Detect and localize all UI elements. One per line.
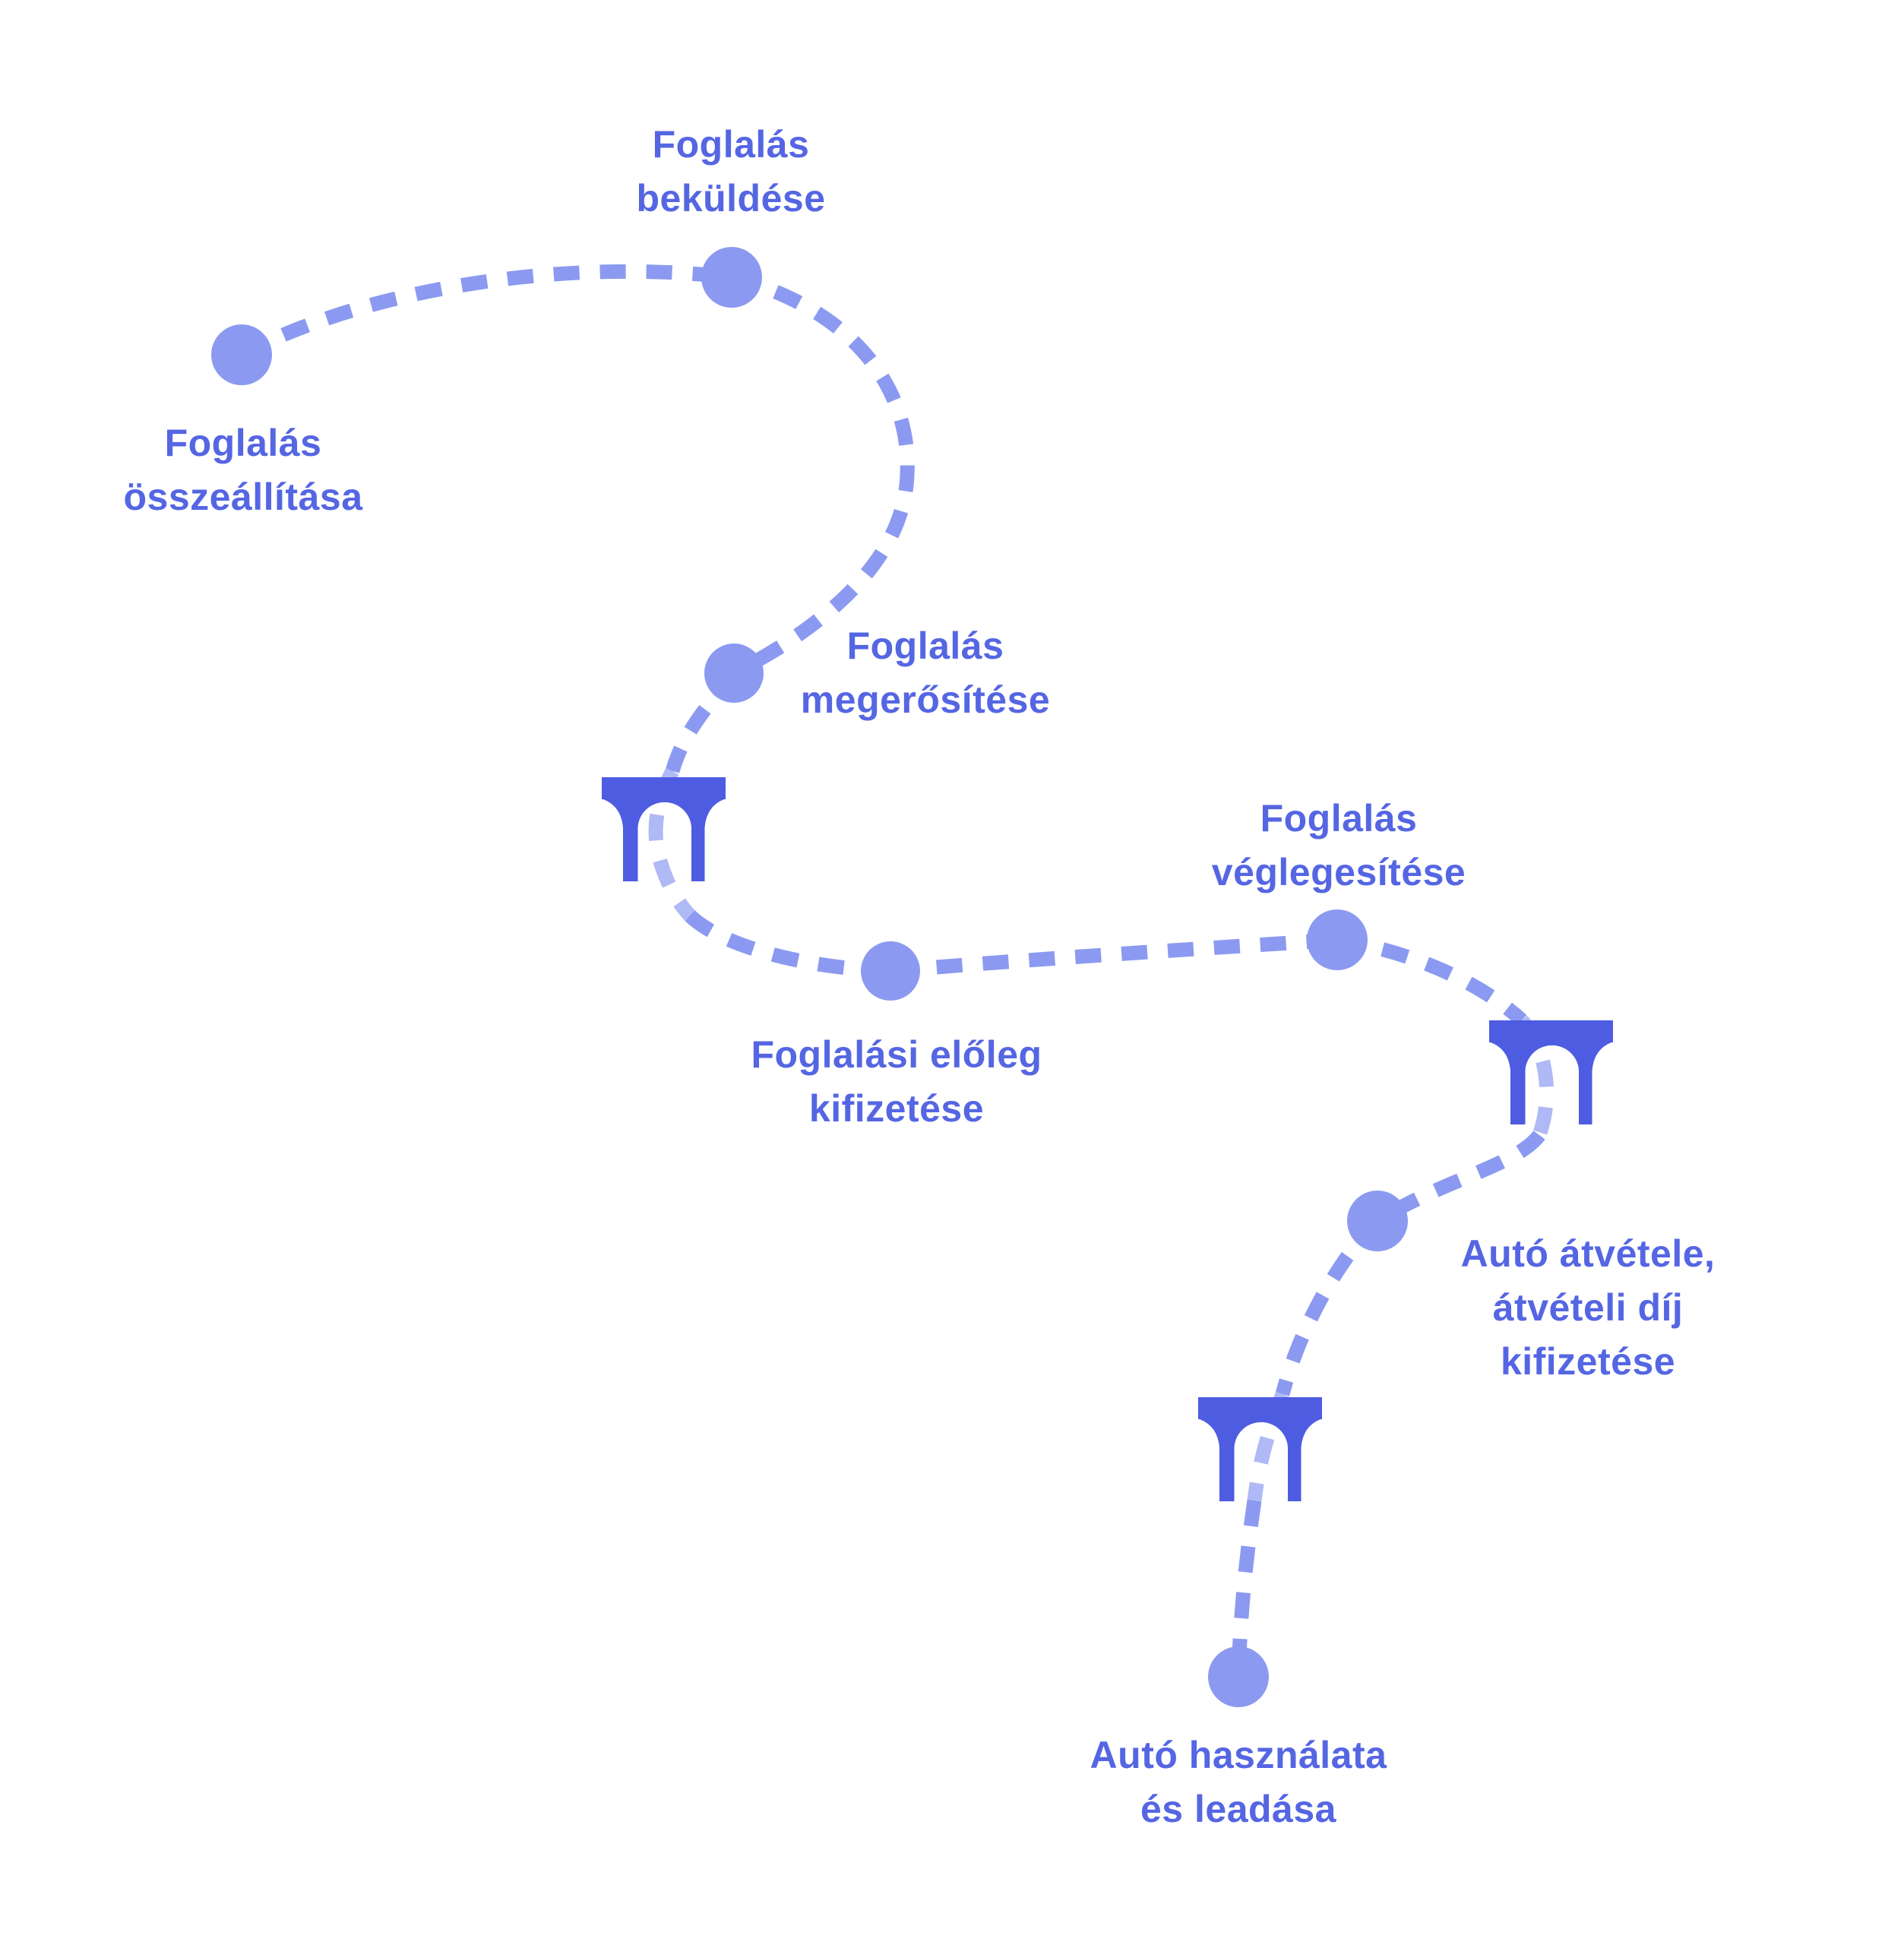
bridge-icon [1198,1397,1322,1501]
step-label: Foglalás beküldése [636,123,826,220]
step-node [701,247,762,308]
step-node [861,941,920,1001]
route-path-segment [1336,932,1527,1026]
step-label: Autó használata és leadása [1090,1734,1387,1830]
step-label: Autó átvétele, átvételi díj kifizetése [1460,1232,1716,1383]
route-path-segment [685,910,891,979]
step-label: Foglalási előleg kifizetése [751,1033,1042,1130]
step-label: Foglalás összeállítása [123,422,363,518]
route-path-segment [729,270,915,680]
route-path-segment [890,932,1338,979]
step-label: Foglalás véglegesítése [1211,797,1466,893]
step-node [1347,1191,1408,1251]
step-node [1307,909,1368,970]
route-path-segment [238,264,733,362]
step-node [211,324,272,385]
bridge-icon-shape [1489,1020,1613,1124]
bridge-icon [1489,1020,1613,1124]
bridge-icon-shape [602,777,726,881]
step-label: Foglalás megerősítése [800,625,1051,721]
bridge-icon [602,777,726,881]
bridge-icon-shape [1198,1397,1322,1501]
step-node [1208,1646,1269,1707]
step-node [704,644,764,703]
